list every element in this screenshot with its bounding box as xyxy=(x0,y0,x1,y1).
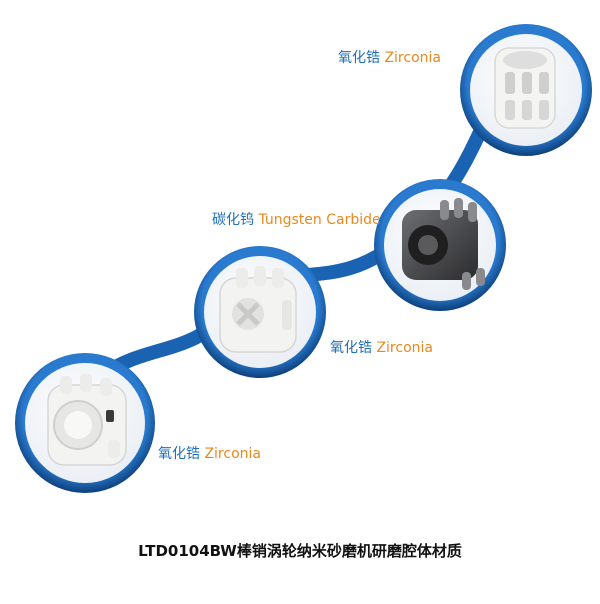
label-second: 碳化钨 Tungsten Carbide xyxy=(212,212,381,228)
carbide-part-icon xyxy=(402,198,485,290)
label-bottom-en: Zirconia xyxy=(204,446,261,462)
figure-caption: LTD0104BW棒销涡轮纳米砂磨机研磨腔体材质 xyxy=(138,542,462,560)
label-bottom-cn: 氧化锆 xyxy=(158,446,200,462)
label-third-cn: 氧化锆 xyxy=(330,340,372,356)
label-second-cn: 碳化钨 xyxy=(212,212,254,228)
label-third: 氧化锆 Zirconia xyxy=(330,340,433,356)
ring-second xyxy=(374,179,506,311)
label-second-en: Tungsten Carbide xyxy=(258,212,381,228)
ring-bottom xyxy=(15,353,155,493)
zirconia-part-middle-icon xyxy=(219,266,297,353)
label-bottom: 氧化锆 Zirconia xyxy=(158,446,261,462)
label-top: 氧化锆 Zirconia xyxy=(338,50,441,66)
ring-third xyxy=(194,246,326,378)
ring-top xyxy=(460,24,592,156)
zirconia-part-bottom-icon xyxy=(47,374,127,466)
label-third-en: Zirconia xyxy=(376,340,433,356)
label-top-en: Zirconia xyxy=(384,50,441,66)
zirconia-part-top-icon xyxy=(494,47,556,129)
label-top-cn: 氧化锆 xyxy=(338,50,380,66)
